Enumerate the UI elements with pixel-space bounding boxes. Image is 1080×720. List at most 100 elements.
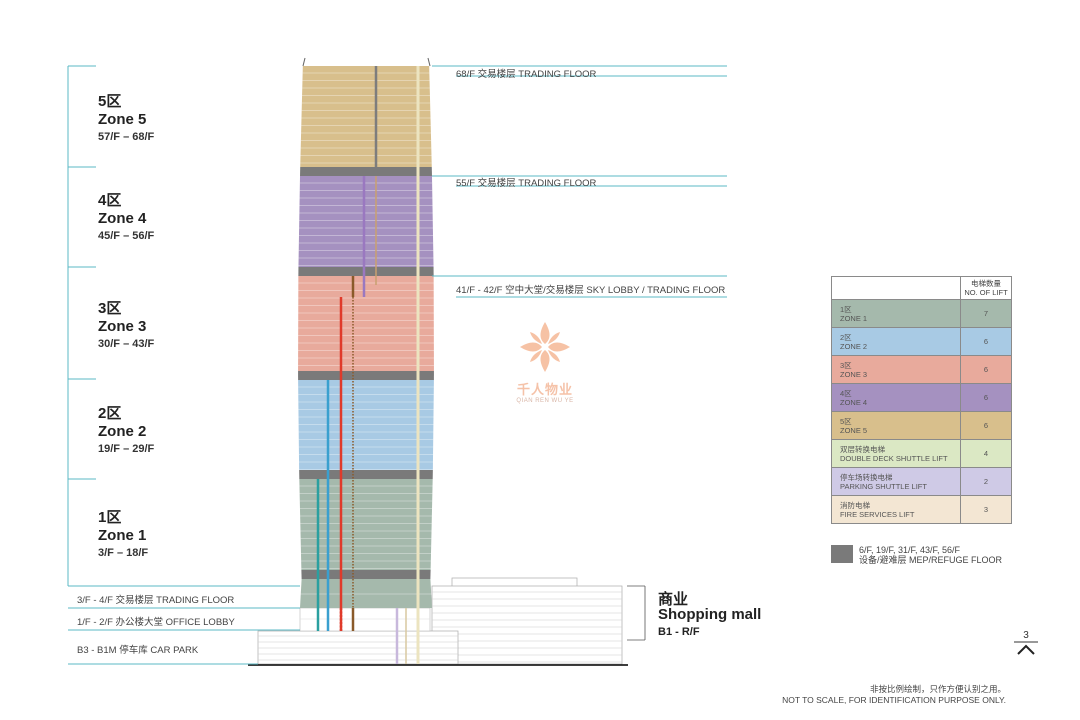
trading-floor-3f-4f (300, 579, 432, 608)
zone-1-en: Zone 1 (98, 527, 147, 544)
legend-row-en: ZONE 5 (840, 425, 868, 435)
legend-row-cn: 消防电梯 (840, 500, 870, 510)
zone-5-label: 5区 Zone 5 57/F – 68/F (98, 93, 154, 145)
legend-row-cn: 停车场转换电梯 (840, 472, 893, 482)
refuge-floor-band (298, 267, 434, 276)
label-3f: 3/F - 4/F 交易楼层 TRADING FLOOR (77, 595, 235, 606)
legend-row-count: 2 (960, 467, 1012, 496)
legend-row-count: 6 (960, 383, 1012, 412)
zone-3-label: 3区 Zone 3 30/F – 43/F (98, 300, 154, 352)
legend-row-count: 7 (960, 299, 1012, 328)
legend-row-en: PARKING SHUTTLE LIFT (840, 481, 927, 491)
label-b3: B3 - B1M 停车库 CAR PARK (77, 645, 199, 656)
legend-row-count: 3 (960, 495, 1012, 524)
mall-en: Shopping mall (658, 606, 762, 623)
zone-5-en: Zone 5 (98, 111, 147, 128)
zone-3-en: Zone 3 (98, 318, 147, 335)
legend-header-blank (831, 276, 961, 300)
page-indicator: 3 (1013, 630, 1039, 660)
legend-row-count: 6 (960, 355, 1012, 384)
label-55f: 55/F 交易楼层 TRADING FLOOR (456, 178, 597, 189)
crown-edge-left (302, 57, 306, 67)
refuge-floor-band (301, 570, 431, 579)
refuge-floors: 6/F, 19/F, 31/F, 43/F, 56/F (859, 545, 961, 555)
legend-header: 电梯数量 NO. OF LIFT (831, 276, 1012, 300)
refuge-floor-band (298, 371, 434, 380)
shopping-mall-block (431, 585, 623, 665)
legend-header-count: 电梯数量 NO. OF LIFT (960, 276, 1012, 300)
legend-row-en: ZONE 3 (840, 369, 868, 379)
legend-row-cn: 4区 (840, 388, 852, 398)
label-68f: 68/F 交易楼层 TRADING FLOOR (456, 69, 597, 80)
legend-row-en: ZONE 1 (840, 313, 868, 323)
zone-band-2 (298, 380, 434, 470)
label-41f: 41/F - 42/F 空中大堂/交易楼层 SKY LOBBY / TRADIN… (456, 285, 726, 296)
zone-4-floors: 45/F – 56/F (98, 230, 155, 242)
zone-2-floors: 19/F – 29/F (98, 443, 155, 455)
legend-row-en: ZONE 2 (840, 341, 868, 351)
note-cn: 非按比例绘制，只作方便认别之用。 (869, 684, 1006, 694)
refuge-floor-band (299, 470, 433, 479)
label-1f: 1/F - 2/F 办公楼大堂 OFFICE LOBBY (77, 617, 235, 628)
zone-2-cn: 2区 (98, 405, 122, 422)
refuge-desc: 设备/避难层 MEP/REFUGE FLOOR (859, 555, 1003, 565)
zone-4-label: 4区 Zone 4 45/F – 56/F (98, 192, 154, 244)
note-en: NOT TO SCALE, FOR IDENTIFICATION PURPOSE… (782, 695, 1006, 705)
zone-2-en: Zone 2 (98, 423, 147, 440)
page-number: 3 (1023, 630, 1029, 641)
refuge-floor-band (300, 167, 432, 176)
legend-header-cn: 电梯数量 (971, 279, 1001, 288)
legend-row-en: FIRE SERVICES LIFT (840, 509, 915, 519)
legend-row-cn: 3区 (840, 360, 852, 370)
legend-row-cn: 5区 (840, 416, 852, 426)
zone-1-cn: 1区 (98, 509, 122, 526)
chevron-up-icon (1014, 641, 1038, 655)
flower-logo-icon (520, 322, 570, 372)
zone-3-floors: 30/F – 43/F (98, 338, 155, 350)
legend-row-en: ZONE 4 (840, 397, 868, 407)
legend-row-cn: 1区 (840, 304, 852, 314)
zone-1-label: 1区 Zone 1 3/F – 18/F (98, 509, 148, 561)
refuge-swatch (831, 545, 853, 563)
zone-band-3 (298, 276, 434, 371)
refuge-text: 6/F, 19/F, 31/F, 43/F, 56/F 设备/避难层 MEP/R… (859, 545, 1002, 565)
mall-floors: B1 - R/F (658, 626, 700, 638)
mall-cn: 商业 (658, 591, 689, 608)
zone-5-cn: 5区 (98, 93, 122, 110)
zone-band-4 (298, 176, 434, 267)
zone-5-floors: 57/F – 68/F (98, 131, 155, 143)
watermark: 千人物业 QIAN REN WU YE (510, 320, 580, 404)
zone-band-1 (299, 479, 433, 570)
car-park-block (257, 630, 459, 665)
legend-row-count: 4 (960, 439, 1012, 468)
watermark-cn: 千人物业 (516, 382, 573, 397)
legend-row-count: 6 (960, 411, 1012, 440)
zone-4-en: Zone 4 (98, 210, 147, 227)
zone-3-cn: 3区 (98, 300, 122, 317)
zone-4-cn: 4区 (98, 192, 122, 209)
legend-row-cn: 双层转换电梯 (840, 444, 885, 454)
crown-edge-right (427, 57, 431, 67)
zone-band-5 (300, 66, 432, 167)
legend-row-count: 6 (960, 327, 1012, 356)
legend-header-en: NO. OF LIFT (964, 288, 1008, 297)
zone-2-label: 2区 Zone 2 19/F – 29/F (98, 405, 154, 457)
legend-row-en: DOUBLE DECK SHUTTLE LIFT (840, 453, 948, 463)
